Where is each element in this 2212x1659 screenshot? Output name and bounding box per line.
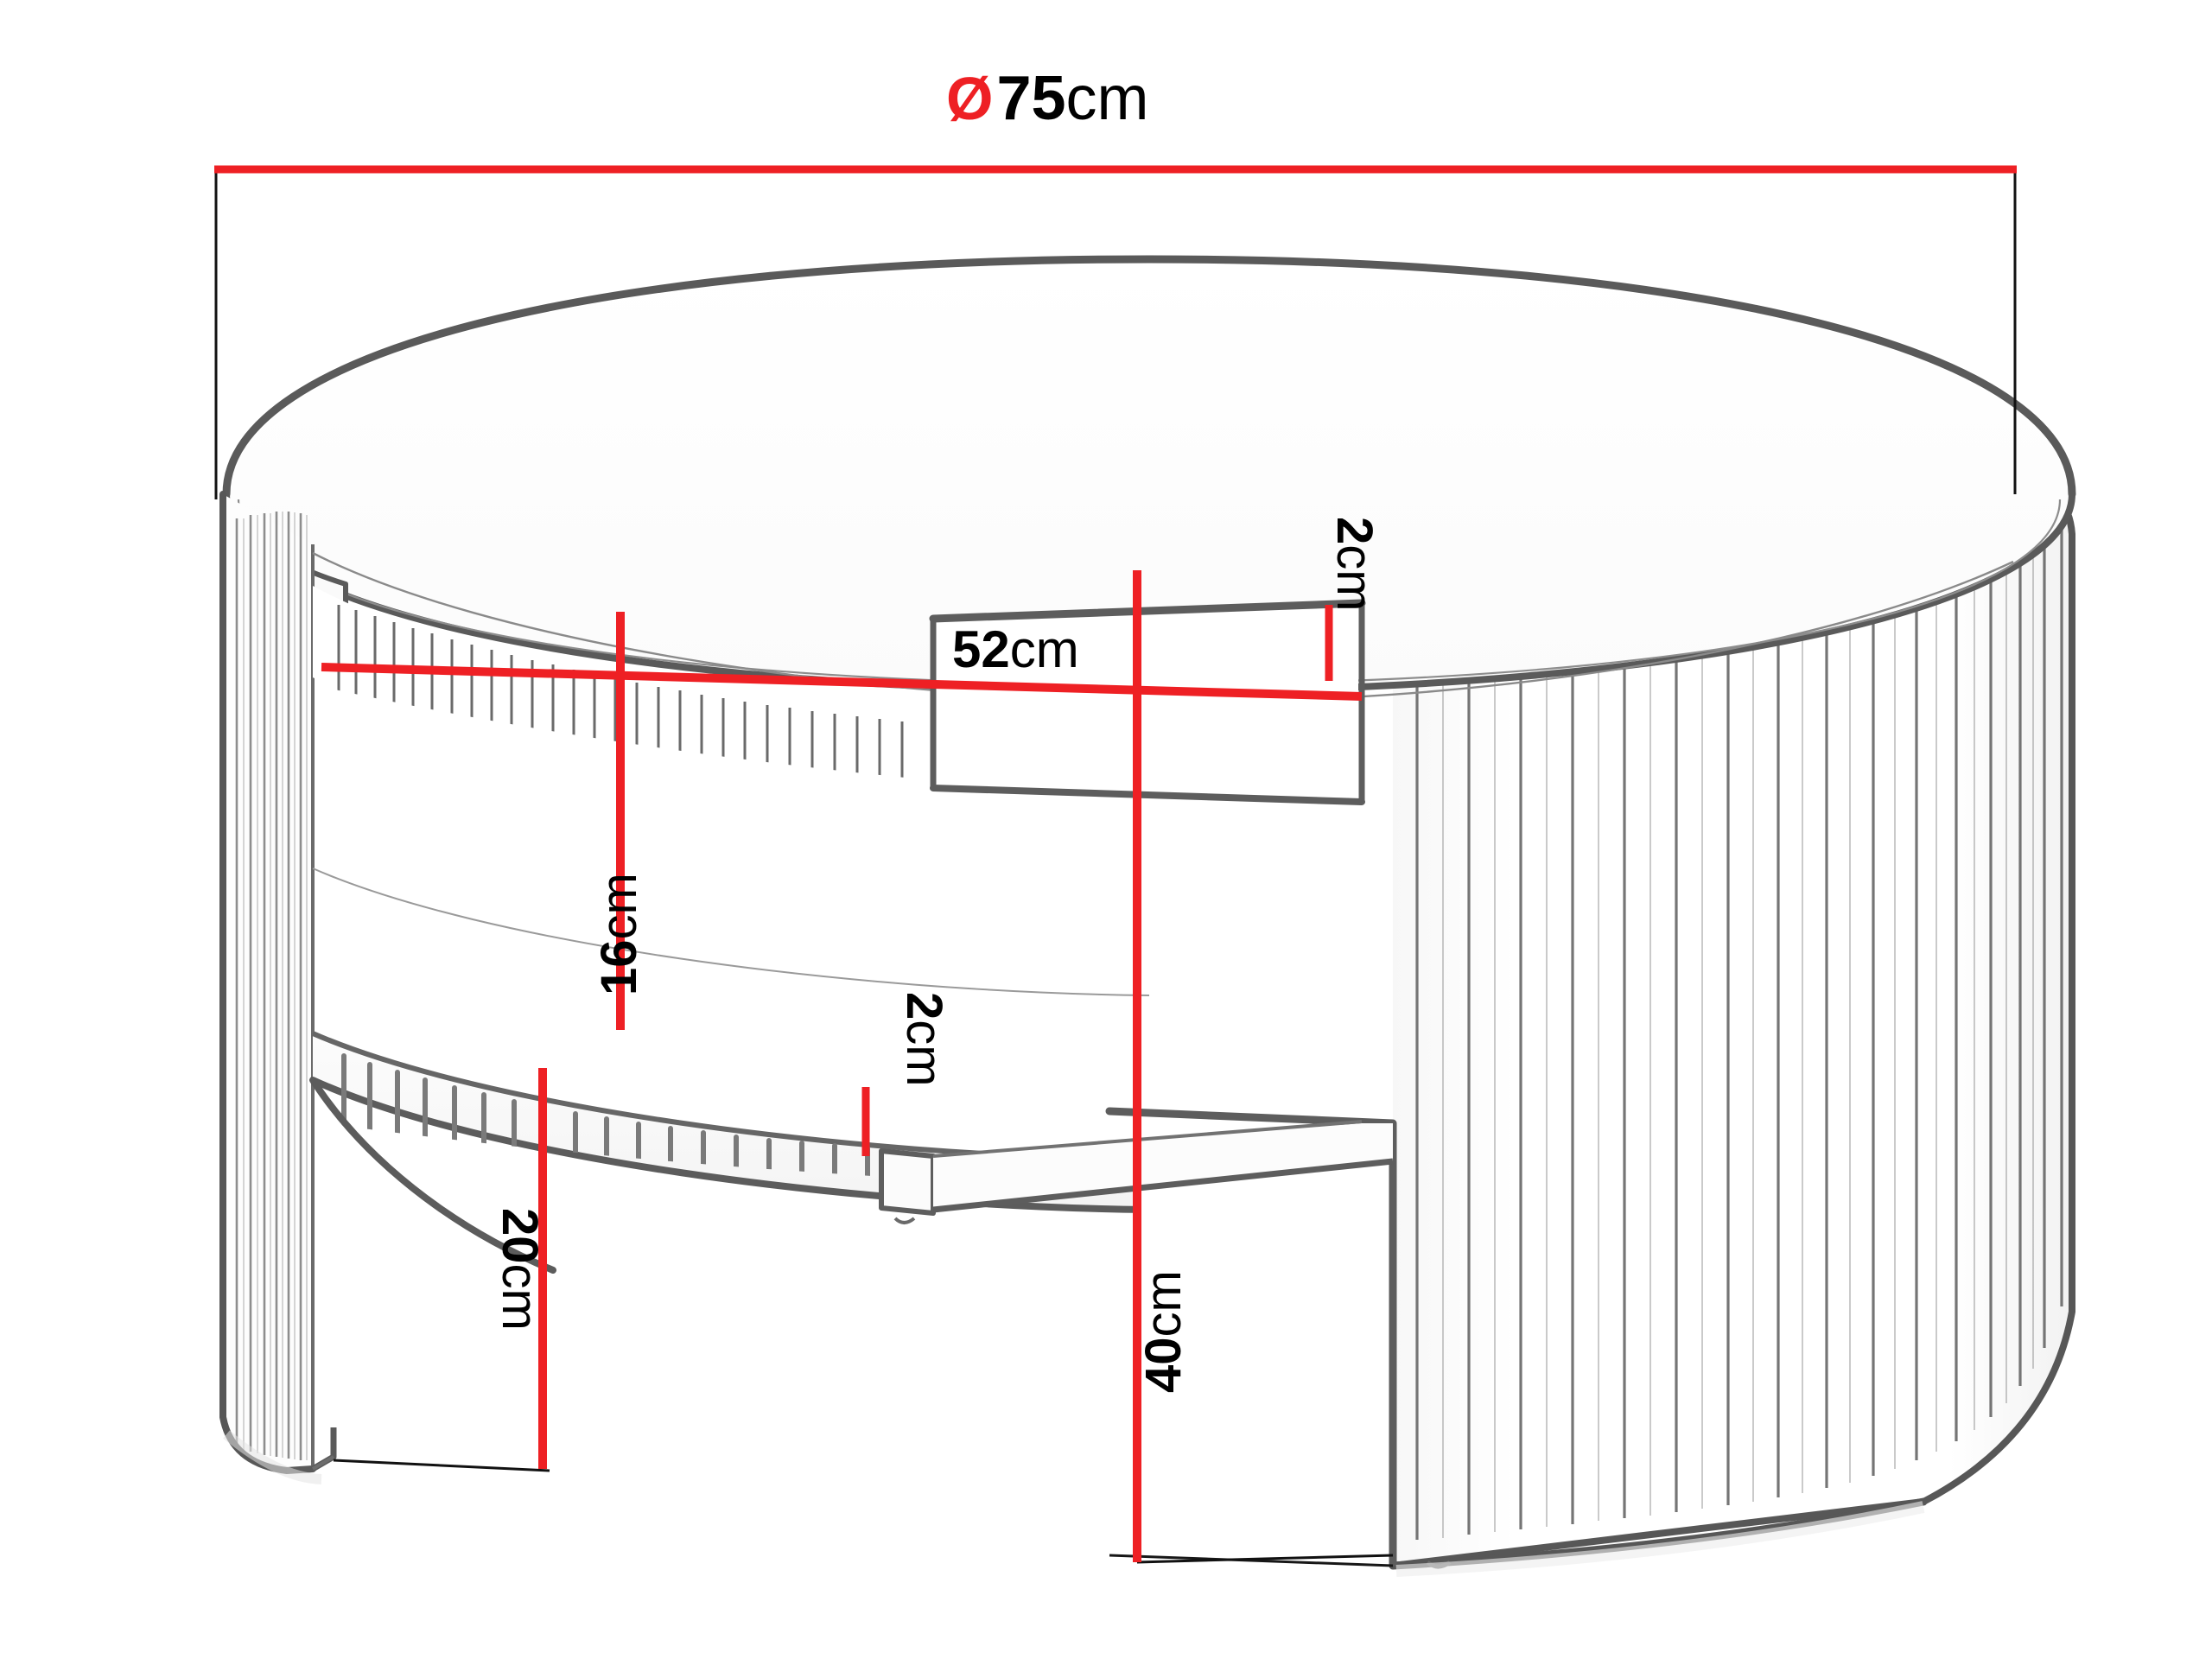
dimension-label-total-height: 40cm <box>1135 1270 1192 1393</box>
table-body-right <box>1393 480 2072 1566</box>
table-geometry <box>219 255 2076 1577</box>
tabletop-rim-outer <box>222 255 2076 499</box>
shelf-thickness-unit: cm <box>896 1020 952 1087</box>
shelf-height-unit: cm <box>492 1263 548 1331</box>
extension-lines <box>214 169 2017 1564</box>
shelf-right-extension <box>933 1123 1393 1210</box>
top-thickness-unit: cm <box>1326 544 1382 612</box>
shelf-center-edge <box>879 1148 936 1216</box>
inner-opening-bottom-edge <box>930 785 1365 805</box>
shelf-height-value: 20 <box>492 1208 548 1264</box>
diameter-value: 75 <box>996 64 1066 133</box>
dimension-label-diameter: Ø75cm <box>946 67 1149 130</box>
dim-line-52 <box>321 663 1363 701</box>
shelf-thickness-value: 2 <box>896 992 952 1020</box>
fluting-right <box>1415 494 2070 1540</box>
total-height-unit: cm <box>1135 1270 1192 1338</box>
center-panel-bottom <box>1109 1554 1394 1567</box>
shelf-left-skirt <box>309 1077 556 1274</box>
dimension-label-top-thickness: 2cm <box>1326 517 1382 612</box>
inner-width-value: 52 <box>952 620 1010 678</box>
clearance-unit: cm <box>591 873 647 940</box>
clearance-value: 16 <box>591 939 647 995</box>
inner-opening <box>933 605 1358 804</box>
tabletop-surface <box>226 259 2072 691</box>
interior-back-line <box>312 868 1150 996</box>
total-height-value: 40 <box>1135 1337 1192 1393</box>
inner-width-unit: cm <box>1009 620 1079 678</box>
ext-line-shelf-bottom <box>333 1459 550 1472</box>
center-panel <box>1137 1115 1389 1566</box>
diameter-unit: cm <box>1065 64 1149 133</box>
top-thickness-value: 2 <box>1326 517 1382 545</box>
ext-line-base-bottom <box>1136 1554 1394 1564</box>
dimension-label-clearance: 16cm <box>591 873 647 995</box>
fluting-left <box>235 512 308 1460</box>
dimension-lines <box>214 165 2017 1562</box>
table-body-left <box>223 494 313 1471</box>
inner-opening-top-edge <box>929 599 1366 623</box>
dimension-label-shelf-height: 20cm <box>492 1208 548 1331</box>
diameter-symbol: Ø <box>946 65 994 132</box>
dimension-label-inner-width: 52cm <box>952 624 1079 676</box>
dimension-label-shelf-thickness: 2cm <box>896 992 952 1087</box>
